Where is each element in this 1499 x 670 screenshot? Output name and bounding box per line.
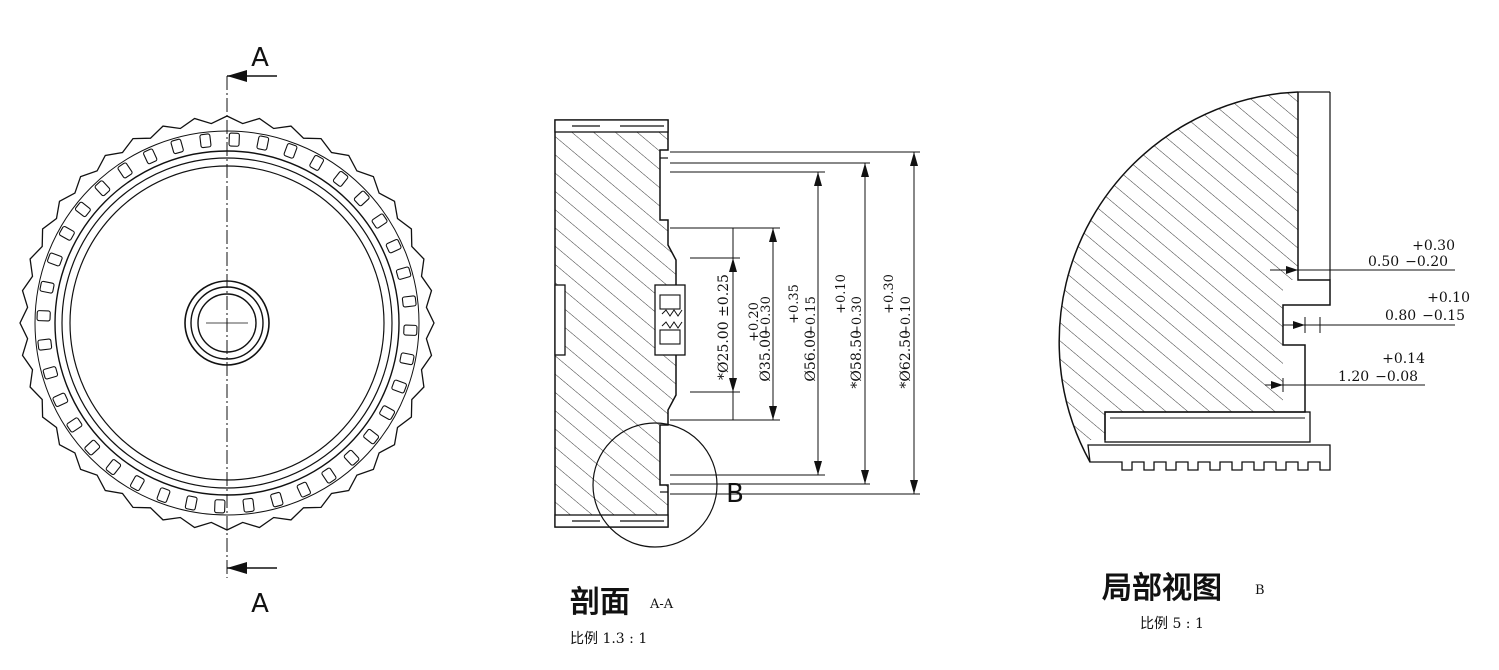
gear-tooth-pocket xyxy=(228,132,240,147)
gear-tooth-pocket xyxy=(321,467,337,484)
detail-b-circle xyxy=(592,422,718,548)
gear-tooth-pocket xyxy=(399,352,415,366)
dim-62: Ø62.50 xyxy=(898,330,914,382)
gear-tooth-pocket xyxy=(283,143,298,159)
gear-tooth-pocket xyxy=(52,392,69,407)
gear-tooth-pocket xyxy=(117,162,133,179)
dim-56-lower: −0.15 xyxy=(804,296,819,336)
gear-tooth-pocket xyxy=(170,138,184,155)
section-title-suffix: A-A xyxy=(649,597,674,612)
gear-tooth-pocket xyxy=(353,190,370,207)
gear-tooth-pocket xyxy=(214,499,226,514)
gear-tooth-pocket xyxy=(74,201,91,218)
gear-tooth-pocket xyxy=(343,449,360,466)
gear-tooth-pocket xyxy=(84,439,101,456)
svg-text:0.50−0.20: 0.50 −0.20 xyxy=(1368,254,1448,270)
gear-tooth-pocket xyxy=(379,405,396,421)
section-title: 剖面 xyxy=(570,585,630,620)
dim-050: 0.50 xyxy=(1368,254,1399,270)
gear-tooth-pocket xyxy=(270,491,284,508)
dim-35: Ø35.00 xyxy=(758,330,774,382)
dim-62-upper: +0.30 xyxy=(882,274,897,314)
gear-tooth-pocket xyxy=(403,324,418,336)
front-view: A A xyxy=(19,43,435,619)
section-tooth-band-bottom xyxy=(554,514,669,528)
gear-tooth-pocket xyxy=(199,133,212,149)
detail-title-suffix: B xyxy=(1255,583,1265,598)
gear-tooth-pocket xyxy=(309,154,325,171)
gear-tooth-pocket xyxy=(363,428,380,445)
section-arrowhead-bottom xyxy=(227,562,247,574)
dim-080-upper: +0.10 xyxy=(1427,290,1470,306)
dim-prefix: * xyxy=(716,373,732,380)
section-left-recess xyxy=(554,284,566,356)
gear-tooth-pocket xyxy=(58,225,75,241)
detail-scale: 比例 5 : 1 xyxy=(1140,616,1204,632)
dim-050-lower: −0.20 xyxy=(1405,254,1448,270)
detail-boundary-arc xyxy=(1058,91,1299,463)
section-letter-top: A xyxy=(251,43,269,73)
gear-tooth-pocket xyxy=(156,487,171,503)
dim-120: 1.20 xyxy=(1338,369,1369,385)
dim-58-upper: +0.10 xyxy=(834,274,849,314)
gear-tooth-pocket xyxy=(94,180,111,197)
dim-25: Ø25.00 ±0.25 xyxy=(716,274,732,373)
dim-35-lower: −0.30 xyxy=(759,296,774,336)
face-ring-outer xyxy=(61,157,393,489)
gear-tooth-pocket xyxy=(66,417,83,433)
section-view: B *Ø25.00 ±0.25 xyxy=(554,119,920,647)
svg-text:0.80−0.15: 0.80 −0.15 xyxy=(1385,308,1465,324)
gear-tooth-pocket xyxy=(391,379,407,394)
svg-text:*Ø62.50: *Ø62.50 xyxy=(898,330,914,389)
gear-tooth-pocket xyxy=(39,280,55,294)
gear-tooth-pocket xyxy=(395,266,412,280)
dim-35-upper: +0.20 xyxy=(747,302,762,342)
svg-text:*Ø25.00 ±0.25: *Ø25.00 ±0.25 xyxy=(716,274,732,380)
dim-prefix: * xyxy=(849,382,865,389)
section-body xyxy=(554,119,677,528)
detail-view: +0.30 0.50 −0.20 +0.10 0.80 −0.15 +0.14 1.… xyxy=(1058,91,1470,632)
gear-tooth-pocket xyxy=(256,135,270,151)
detail-teeth-strip xyxy=(1087,444,1331,471)
dim-080-lower: −0.15 xyxy=(1422,308,1465,324)
dim-58: Ø58.50 xyxy=(849,330,865,382)
section-letter-bottom: A xyxy=(251,589,269,619)
dim-62-lower: −0.10 xyxy=(899,296,914,336)
svg-text:*Ø58.50: *Ø58.50 xyxy=(849,330,865,389)
gear-tooth-pocket xyxy=(143,148,158,165)
gear-tooth-pocket xyxy=(184,495,198,511)
gear-tooth-pocket xyxy=(401,295,417,308)
dim-56-upper: +0.35 xyxy=(787,284,802,324)
section-tooth-band-top xyxy=(554,119,669,133)
gear-tooth-pocket xyxy=(47,252,63,267)
dim-58-lower: −0.30 xyxy=(850,296,865,336)
gear-tooth-pocket xyxy=(36,310,51,322)
gear-tooth-pocket xyxy=(371,213,388,229)
svg-text:1.20−0.08: 1.20 −0.08 xyxy=(1338,369,1418,385)
gear-tooth-pocket xyxy=(385,239,402,254)
gear-outer-profile xyxy=(19,115,435,531)
gear-tooth-pocket xyxy=(242,497,255,513)
dim-prefix: * xyxy=(898,382,914,389)
dim-050-upper: +0.30 xyxy=(1412,238,1455,254)
dim-120-upper: +0.14 xyxy=(1382,351,1425,367)
section-scale: 比例 1.3 : 1 xyxy=(570,631,647,647)
gear-teeth xyxy=(19,115,435,531)
gear-tooth-pocket xyxy=(42,366,59,380)
gear-tooth-pocket xyxy=(105,459,122,476)
gear-tooth-pocket xyxy=(129,475,145,492)
gear-tooth-pocket xyxy=(37,338,53,351)
dim-120-lower: −0.08 xyxy=(1375,369,1418,385)
dim-56: Ø56.00 xyxy=(803,330,819,382)
dim-080: 0.80 xyxy=(1385,308,1416,324)
section-arrowhead-top xyxy=(227,70,247,82)
gear-tooth-pocket xyxy=(332,170,349,187)
gear-tooth-pocket xyxy=(296,481,311,498)
detail-title: 局部视图 xyxy=(1102,571,1222,606)
